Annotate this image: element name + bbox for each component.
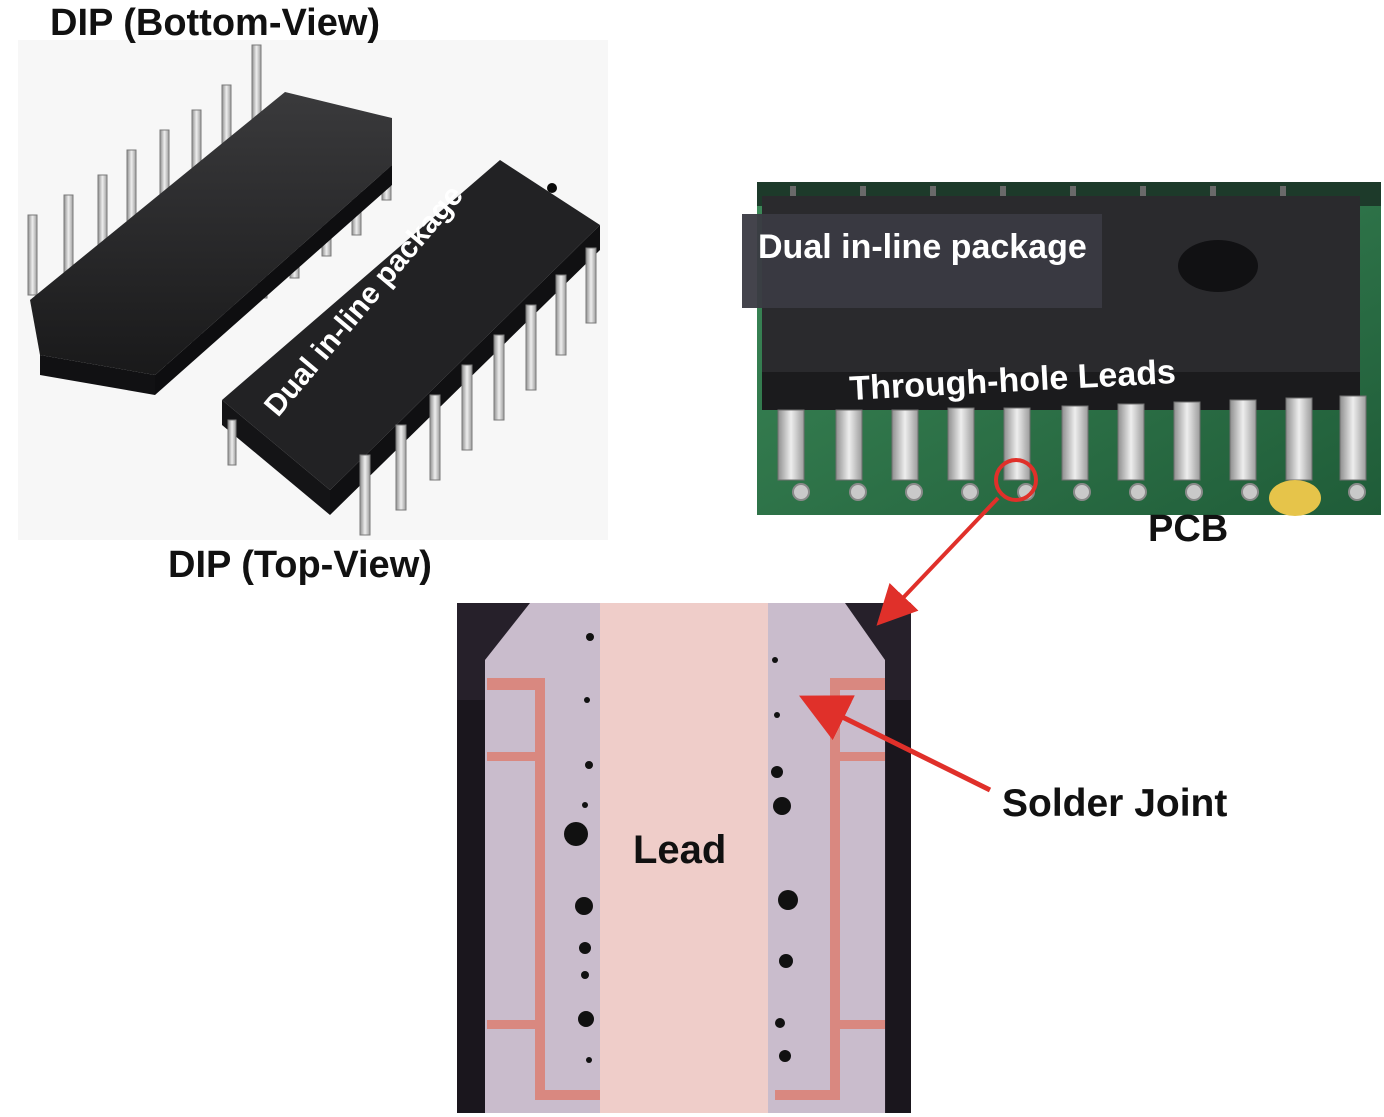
lead-label: Lead bbox=[633, 828, 727, 872]
pcb-to-micrograph-arrow bbox=[876, 496, 1000, 626]
solder-joint-label: Solder Joint bbox=[1002, 782, 1228, 825]
dip-top-view-label: DIP (Top-View) bbox=[168, 544, 432, 586]
solder-joint-highlight bbox=[994, 458, 1038, 502]
lead-cross-section bbox=[600, 603, 768, 1113]
dip-photo: Dual in-line package bbox=[18, 40, 608, 540]
cross-section-micrograph bbox=[457, 603, 911, 1113]
pcb-photo: Dual in-line package Through-hole Leads bbox=[742, 182, 1381, 516]
pcb-package-label: Dual in-line package bbox=[758, 228, 1087, 266]
pcb-label: PCB bbox=[1148, 508, 1229, 550]
dip-bottom-view-chip bbox=[27, 44, 392, 395]
through-hole-leads bbox=[777, 395, 1367, 501]
solder-joint-arrow bbox=[799, 695, 992, 793]
dip-bottom-view-label: DIP (Bottom-View) bbox=[50, 2, 381, 44]
